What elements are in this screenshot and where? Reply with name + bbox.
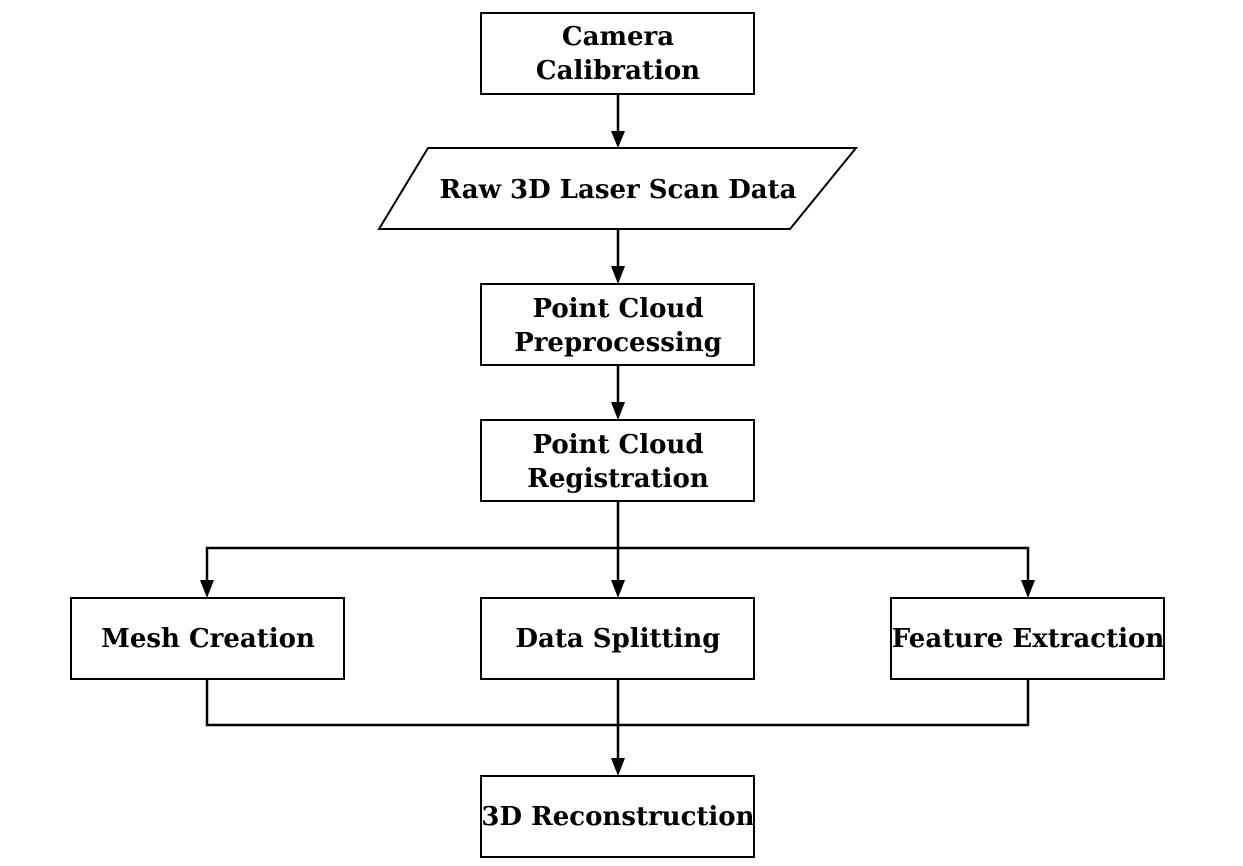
arrowhead-to-mesh-creation [200,580,214,598]
node-preprocessing: Point Cloud Preprocessing [480,283,755,366]
node-mesh-creation: Mesh Creation [70,597,345,680]
process-box [890,597,1165,680]
edge-split-bus [205,546,1030,580]
arrowhead-preprocessing-to-registration [611,402,625,420]
process-box [480,419,755,502]
process-box [480,283,755,366]
edges [200,95,1035,776]
process-box [480,775,755,858]
data-parallelogram [377,147,859,230]
node-label: 3D Reconstruction [481,802,754,832]
arrowhead-to-data-splitting [611,580,625,598]
node-label: Data Splitting [516,624,721,654]
node-feature-extraction: Feature Extraction [890,597,1165,680]
arrowhead-scan-to-preprocessing [611,266,625,284]
node-label-line-2: Preprocessing [514,328,722,358]
node-raw-scan-data: Raw 3D Laser Scan Data [377,147,859,230]
process-box [480,597,755,680]
node-label-line-2: Registration [527,464,709,494]
node-label-line-1: Camera [562,22,674,52]
node-registration: Point Cloud Registration [480,419,755,502]
node-label-line-1: Point Cloud [532,430,703,460]
node-label-line-2: Calibration [536,56,700,86]
node-label: Mesh Creation [101,624,315,654]
node-data-splitting: Data Splitting [480,597,755,680]
arrowhead-to-reconstruction [611,758,625,776]
arrowhead-calibration-to-scan [611,131,625,148]
node-label: Feature Extraction [892,624,1165,654]
process-box [480,12,755,95]
process-box [70,597,345,680]
node-label-line-1: Point Cloud [532,294,703,324]
arrowhead-to-feature-extraction [1021,580,1035,598]
node-camera-calibration: Camera Calibration [480,12,755,95]
node-reconstruction: 3D Reconstruction [480,775,755,858]
node-label: Raw 3D Laser Scan Data [440,175,797,205]
